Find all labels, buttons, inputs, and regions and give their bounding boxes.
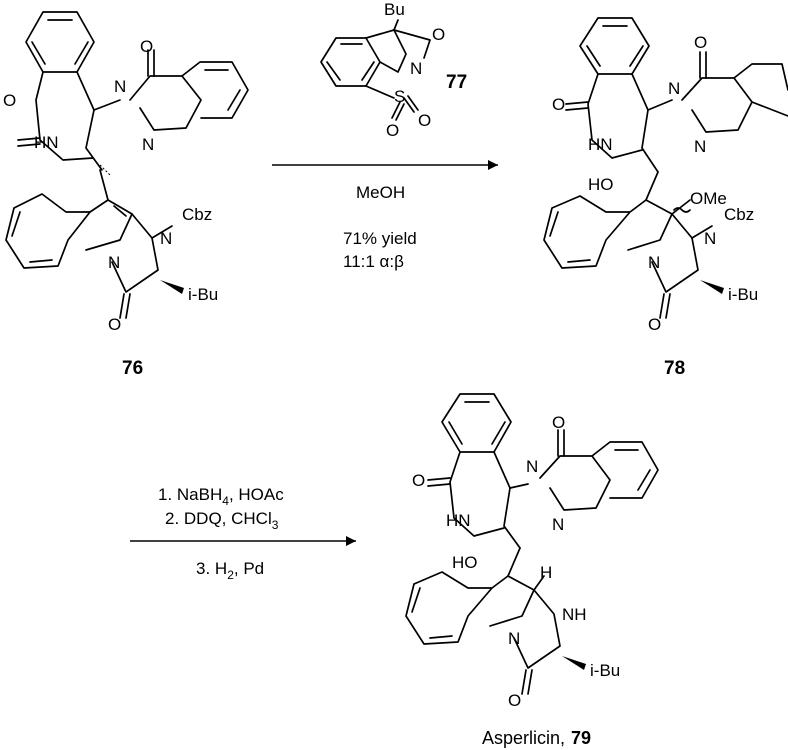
compound-78-wavy-bond [673,207,691,213]
compound-77-n-ox: N [410,59,422,78]
compound-78-hn: HN [588,135,613,154]
reaction2-step2: 2. DDQ, CHCl3 [165,509,279,532]
compound-79: O O HN N N HO H NH N O i-Bu Asperlicin,7… [405,393,659,748]
reaction-arrow-1 [272,160,498,170]
compound-77-o-ox: O [432,25,445,44]
compound-79-ibu: i-Bu [590,661,620,680]
compound-78-o-lactam: O [552,95,565,114]
compound-78-n1: N [668,79,680,98]
compound-76-n1: N [114,77,126,96]
compound-78-n-cbz: N [704,229,716,248]
compound-78-n-indole: N [648,253,660,272]
reaction2-step3: 3. H2, Pd [196,559,264,582]
compound-78-n2: N [694,137,706,156]
compound-79-ho: HO [452,553,478,572]
compound-79-n1: N [526,457,538,476]
reaction1-solvent: MeOH [356,183,405,202]
compound-78-number: 78 [664,358,685,379]
reaction-arrow-2 [130,536,356,546]
compound-79-caption: Asperlicin,79 [482,728,591,748]
compound-78-o-quin: O [694,33,707,52]
reaction1-ratio: 11:1 α:β [343,252,404,271]
compound-79-h: H [540,563,552,582]
compound-77-number: 77 [446,72,467,93]
compound-79-n-indole: N [508,629,520,648]
compound-76-o-quin: O [140,37,153,56]
compound-77-o-s2: O [418,111,431,130]
compound-78: O O HN N N HO OMe N Cbz N O i-Bu 78 [543,17,788,379]
compound-76-n-cbz: N [160,229,172,248]
compound-76: O O HN N N N Cbz N O i-Bu 76 [3,11,249,379]
compound-78-ho: HO [588,175,614,194]
compound-78-bonds [543,17,788,319]
compound-77-o-s1: O [386,121,399,140]
compound-76-number: 76 [122,358,143,379]
compound-76-o-imid: O [108,315,121,334]
compound-78-o-imid: O [648,315,661,334]
reaction2-step1: 1. NaBH4, HOAc [158,485,284,508]
compound-76-bonds [5,11,249,319]
compound-79-hn: HN [446,511,471,530]
compound-79-nh: NH [562,605,587,624]
compound-78-ibu: i-Bu [728,285,758,304]
compound-77-bu: Bu [384,0,405,19]
compound-76-n-indole: N [108,253,120,272]
compound-77: Bu O N S O O 77 [320,0,467,140]
compound-76-ibu: i-Bu [188,285,218,304]
compound-77-bonds [320,19,431,121]
compound-76-wedge-bond [160,280,184,294]
compound-79-wedge-bond [562,656,586,670]
compound-78-cbz: Cbz [724,205,754,224]
compound-79-o-lactam: O [412,471,425,490]
compound-79-o-imid: O [508,691,521,710]
compound-76-cbz: Cbz [182,205,212,224]
reaction1-yield: 71% yield [343,229,417,248]
compound-78-ome: OMe [690,189,727,208]
compound-79-bonds [405,393,659,695]
compound-76-hn: HN [34,133,59,152]
compound-79-o-quin: O [552,413,565,432]
compound-76-n2: N [142,135,154,154]
compound-79-n2: N [552,515,564,534]
compound-76-o-lactam: O [3,91,16,110]
compound-77-s: S [394,87,405,106]
compound-78-wedge-bond [700,280,724,294]
